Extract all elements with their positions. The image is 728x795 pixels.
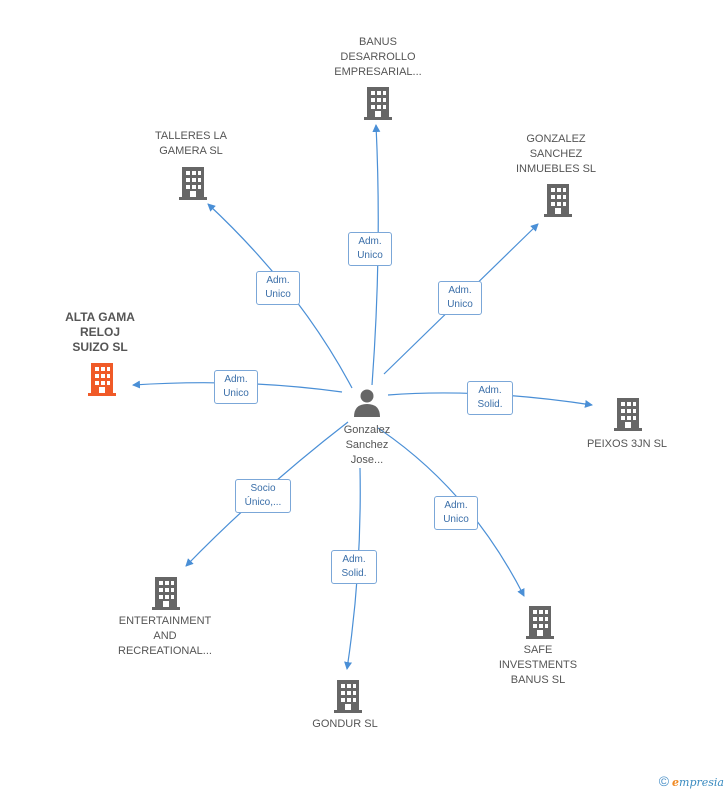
building-icon[interactable] (332, 678, 364, 719)
building-icon[interactable] (542, 182, 574, 223)
copyright-icon: © (658, 773, 670, 789)
building-icon[interactable] (150, 575, 182, 616)
relation-label-alta-gama[interactable]: Adm. Unico (214, 370, 258, 404)
empresia-brand: ©empresia (659, 773, 724, 789)
company-label-peixos[interactable]: PEIXOS 3JN SL (586, 438, 668, 450)
person-icon[interactable] (352, 387, 382, 417)
company-label-banus[interactable]: BANUS DESARROLLO EMPRESARIAL... (334, 36, 422, 78)
relation-label-entertainment[interactable]: Socio Único,... (235, 479, 291, 513)
brand-e: e (672, 776, 680, 789)
building-icon[interactable] (362, 85, 394, 126)
building-icon[interactable] (612, 396, 644, 437)
relation-label-talleres[interactable]: Adm. Unico (256, 271, 300, 305)
company-label-gondur[interactable]: GONDUR SL (312, 718, 378, 730)
building-icon[interactable] (177, 165, 209, 206)
relation-label-gonzalez-inm[interactable]: Adm. Unico (438, 281, 482, 315)
building-icon[interactable] (524, 604, 556, 645)
company-label-alta-gama[interactable]: ALTA GAMA RELOJ SUIZO SL (65, 310, 135, 354)
center-person-label[interactable]: Gonzalez Sanchez Jose... (343, 424, 391, 466)
brand-name: mpresia (679, 776, 724, 789)
company-label-gonzalez-inmuebles[interactable]: GONZALEZ SANCHEZ INMUEBLES SL (515, 133, 597, 175)
company-label-safe-investments[interactable]: SAFE INVESTMENTS BANUS SL (498, 644, 578, 686)
company-label-entertainment[interactable]: ENTERTAINMENT AND RECREATIONAL... (118, 615, 212, 657)
relation-label-banus[interactable]: Adm. Unico (348, 232, 392, 266)
relation-label-safe[interactable]: Adm. Unico (434, 496, 478, 530)
relation-label-gondur[interactable]: Adm. Solid. (331, 550, 377, 584)
building-icon-highlighted[interactable] (86, 361, 118, 402)
relation-label-peixos[interactable]: Adm. Solid. (467, 381, 513, 415)
company-label-talleres[interactable]: TALLERES LA GAMERA SL (155, 130, 227, 157)
